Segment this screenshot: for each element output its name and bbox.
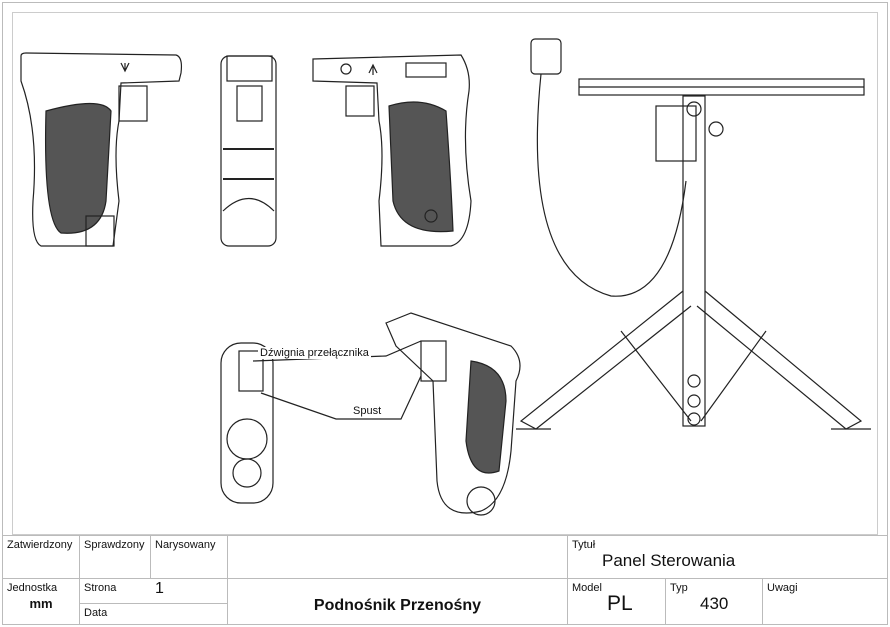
checked-cell: Sprawdzony bbox=[79, 535, 151, 579]
notes-cell: Uwagi bbox=[762, 578, 888, 625]
unit-label: Jednostka bbox=[7, 582, 58, 594]
type-cell: Typ 430 bbox=[665, 578, 763, 625]
type-label: Typ bbox=[670, 582, 688, 594]
unit-cell: Jednostka mm bbox=[2, 578, 80, 625]
date-cell: Data bbox=[79, 603, 228, 625]
handle-bottom-view bbox=[220, 342, 274, 504]
drawing-area: Dźwignia przełącznika Spust bbox=[12, 12, 878, 535]
title-label: Tytuł bbox=[572, 539, 596, 551]
page-label: Strona bbox=[84, 582, 117, 594]
callout-lever-label: Dźwignia przełącznika bbox=[258, 347, 371, 359]
unit-value: mm bbox=[29, 596, 53, 611]
title-cell: Tytuł Panel Sterowania bbox=[567, 535, 888, 579]
page-cell: Strona 1 bbox=[79, 578, 228, 604]
handle-side-view-right bbox=[312, 54, 472, 247]
model-cell: Model PL bbox=[567, 578, 666, 625]
title-value: Panel Sterowania bbox=[602, 551, 736, 570]
lift-stand bbox=[516, 38, 871, 430]
handle-front-view bbox=[220, 55, 277, 247]
type-value: 430 bbox=[700, 594, 729, 613]
drawn-cell: Narysowany bbox=[150, 535, 228, 579]
model-value: PL bbox=[607, 592, 633, 615]
approved-cell: Zatwierdzony bbox=[2, 535, 80, 579]
page-value: 1 bbox=[155, 580, 164, 597]
callout-line-lever bbox=[252, 340, 422, 362]
model-label: Model bbox=[572, 582, 602, 594]
handle-isometric-view bbox=[385, 312, 521, 516]
blank-cell bbox=[227, 535, 568, 579]
handle-side-view-left bbox=[20, 52, 183, 247]
product-name: Podnośnik Przenośny bbox=[227, 578, 568, 625]
callout-trigger-label: Spust bbox=[351, 405, 384, 417]
callout-line-trigger bbox=[260, 375, 422, 420]
